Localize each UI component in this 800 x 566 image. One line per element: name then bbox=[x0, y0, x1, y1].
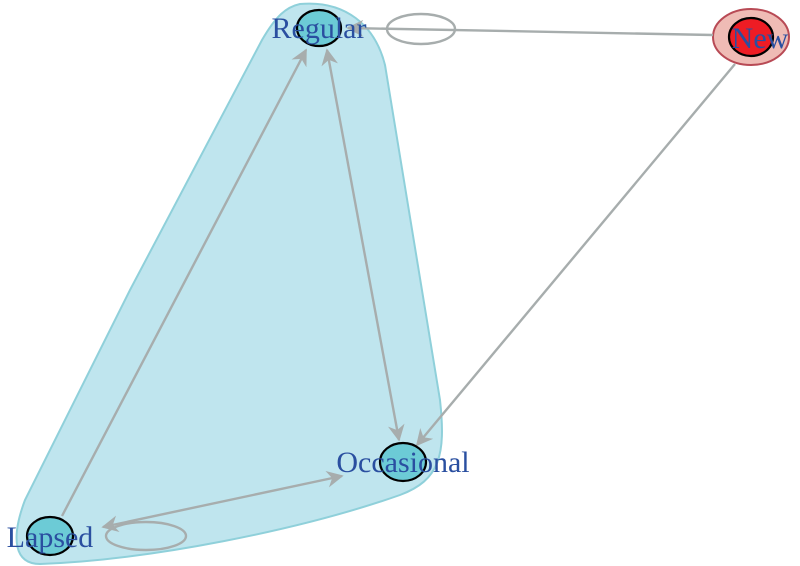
node-occasional[interactable] bbox=[378, 441, 428, 483]
edge-lapsed-regular bbox=[60, 48, 308, 517]
label-occasional: Occasional bbox=[336, 446, 469, 479]
edge-regular-self-loop bbox=[385, 12, 457, 46]
edge-lapsed-self-loop bbox=[104, 520, 188, 552]
node-regular[interactable] bbox=[295, 8, 343, 48]
label-regular: Regular bbox=[272, 12, 367, 45]
node-lapsed[interactable] bbox=[25, 515, 75, 557]
node-new[interactable] bbox=[727, 16, 775, 58]
edge-new-occasional bbox=[415, 63, 736, 447]
edge-lapsed-occasional bbox=[101, 470, 344, 533]
edge-regular-occasional bbox=[321, 48, 405, 442]
label-lapsed: Lapsed bbox=[7, 521, 94, 554]
edge-new-regular bbox=[346, 19, 714, 37]
label-new: New bbox=[732, 22, 789, 55]
